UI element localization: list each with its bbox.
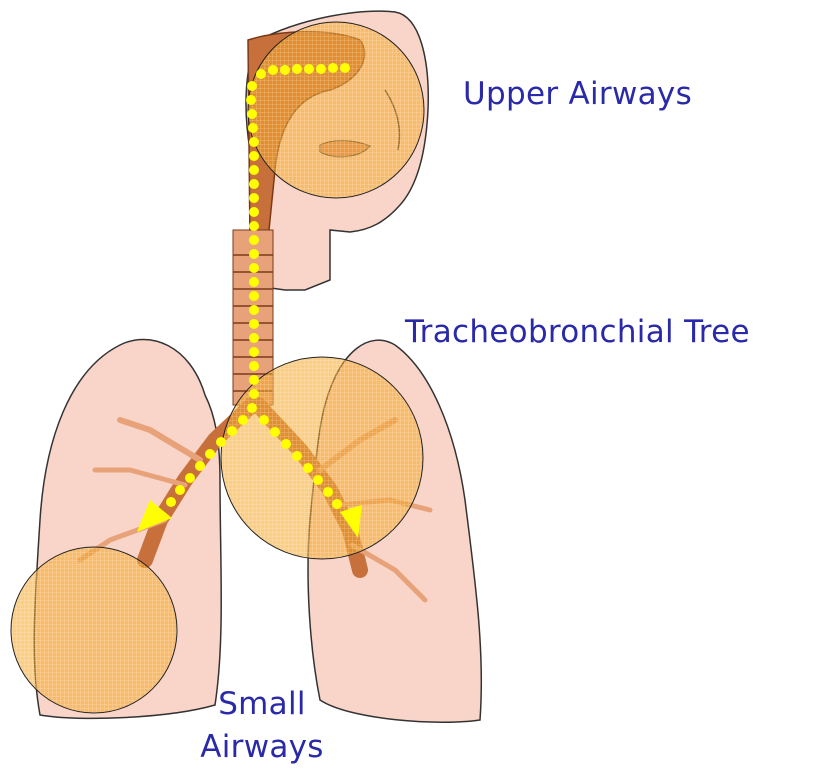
small-airways-label: Small Airways	[192, 683, 332, 769]
small-airways-region	[11, 547, 177, 713]
small-airways-label-line1: Small	[192, 683, 332, 726]
upper-airways-region	[248, 22, 424, 198]
tracheobronchial-tree-label: Tracheobronchial Tree	[405, 314, 750, 350]
upper-airways-label: Upper Airways	[463, 76, 692, 112]
tracheobronchial-region	[221, 357, 423, 559]
small-airways-label-line2: Airways	[192, 726, 332, 769]
